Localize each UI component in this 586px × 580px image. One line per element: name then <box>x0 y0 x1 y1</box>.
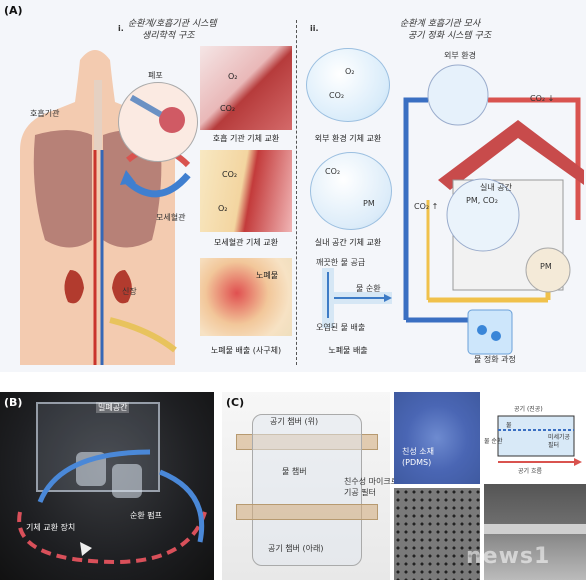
co2-label-4: CO₂ <box>325 167 341 176</box>
title-i-line2: 생리학적 구조 <box>142 31 195 41</box>
co2-label: CO₂ <box>220 104 236 113</box>
pm-label: PM <box>363 199 375 208</box>
material-label-1: 친성 소재 <box>402 447 434 456</box>
diag-mid-label: 물 <box>506 422 512 429</box>
diag-side-label: 물 순환 <box>484 438 503 445</box>
water-chamber-label: 물 챔버 <box>282 467 307 476</box>
air-top-label: 공기 챔버 (위) <box>270 417 319 426</box>
o2-label-2: O₂ <box>218 204 228 213</box>
diag-bottom-label: 공기 흐름 <box>518 468 542 475</box>
urine-label: 노폐물 <box>256 271 279 280</box>
panel-divider <box>296 20 297 365</box>
water-purify-label: 물 정화 과정 <box>474 355 516 364</box>
diag-top-label: 공기 (진공) <box>514 406 543 413</box>
closed-space-label: 밀폐공간 <box>96 402 130 413</box>
resp-exchange-image: O₂ CO₂ <box>200 46 292 130</box>
alveoli-cluster-icon <box>159 107 185 133</box>
o2-label-3: O₂ <box>345 67 355 76</box>
panel-c-letter: (C) <box>226 396 245 409</box>
gas-device-label: 기체 교환 장치 <box>26 523 76 532</box>
tubing-arrows <box>17 449 207 565</box>
indoor-space-label: 실내 공간 <box>480 183 512 192</box>
panel-b-letter: (B) <box>4 396 23 409</box>
diag-right-label-2: 필터 <box>548 442 560 449</box>
cross-section-micrograph <box>484 484 586 580</box>
resp-exchange-caption: 호흡 기관 기체 교환 <box>212 134 280 143</box>
title-i-line1: 순환계/호흡기관 시스템 <box>128 19 217 29</box>
alveoli-zoom <box>118 82 198 162</box>
outer-env-label: 외부 환경 <box>444 51 476 60</box>
pore-grid-micrograph <box>394 488 480 580</box>
material-label-2: (PDMS) <box>402 458 432 467</box>
dirty-water-label: 오염된 물 배출 <box>316 323 366 332</box>
title-ii-line2: 공기 정화 시스템 구조 <box>408 31 492 41</box>
pdms-photo: 친성 소재 (PDMS) <box>394 392 480 484</box>
excretion-caption-2: 노폐물 배출 <box>328 346 368 355</box>
diag-right-label-1: 미세기공 <box>548 434 571 441</box>
co2-label-2: CO₂ <box>222 170 238 179</box>
kidney-label: 신장 <box>122 287 137 296</box>
panel-c-photo <box>222 392 390 580</box>
house-system <box>403 64 584 355</box>
capillary-label: 모세혈관 <box>156 213 186 222</box>
pump-label: 순환 펌프 <box>130 511 162 520</box>
indoor-bubble: CO₂ PM <box>310 152 392 230</box>
o2-label: O₂ <box>228 72 238 81</box>
gas-device-cylinder-2 <box>112 464 142 498</box>
chamber-diagram: 공기 (진공) 물 물 순환 미세기공 필터 공기 흐름 <box>484 392 586 480</box>
panel-a-letter: (A) <box>4 4 23 17</box>
capillary-exchange-caption: 모세혈관 기체 교환 <box>214 238 278 247</box>
water-circ-label: 물 순환 <box>356 284 381 293</box>
resp-label: 호흡기관 <box>30 109 60 118</box>
pm-co2-label: PM, CO₂ <box>466 196 498 205</box>
water-flow-diagram <box>322 268 392 328</box>
co2-up-label: CO₂ ↑ <box>414 202 439 211</box>
subpanel-i-label: i. <box>118 24 124 33</box>
filter-layer <box>484 524 586 534</box>
capillary-exchange-image: CO₂ O₂ <box>200 150 292 232</box>
watermark-text: news1 <box>466 544 551 569</box>
co2-down-label: CO₂ ↓ <box>530 94 555 103</box>
chamber-cylinder <box>252 414 362 566</box>
excretion-caption-1: 노폐물 배출 (사구체) <box>210 346 282 355</box>
co2-label-3: CO₂ <box>329 91 345 100</box>
indoor-exchange-caption: 실내 공간 기체 교환 <box>314 238 382 247</box>
title-ii-line1: 순환계 호흡기관 모사 <box>400 19 481 29</box>
outer-bubble: O₂ CO₂ <box>306 48 390 122</box>
pm-label-2: PM <box>540 262 552 271</box>
bottom-plate <box>236 504 378 520</box>
subpanel-ii-label: ii. <box>310 24 319 33</box>
filter-label-1: 친수성 마이크로 <box>344 477 399 486</box>
alveoli-branch-icon <box>129 94 163 118</box>
glomerulus-image: 노폐물 <box>200 258 292 336</box>
air-bottom-label: 공기 챔버 (아래) <box>268 544 324 553</box>
filter-label-2: 기공 필터 <box>344 488 376 497</box>
lung-label: 폐포 <box>148 71 163 80</box>
outer-exchange-caption: 외부 환경 기체 교환 <box>314 134 382 143</box>
clean-water-label: 깨끗한 물 공급 <box>316 258 366 267</box>
panel-b-photo <box>0 392 214 580</box>
